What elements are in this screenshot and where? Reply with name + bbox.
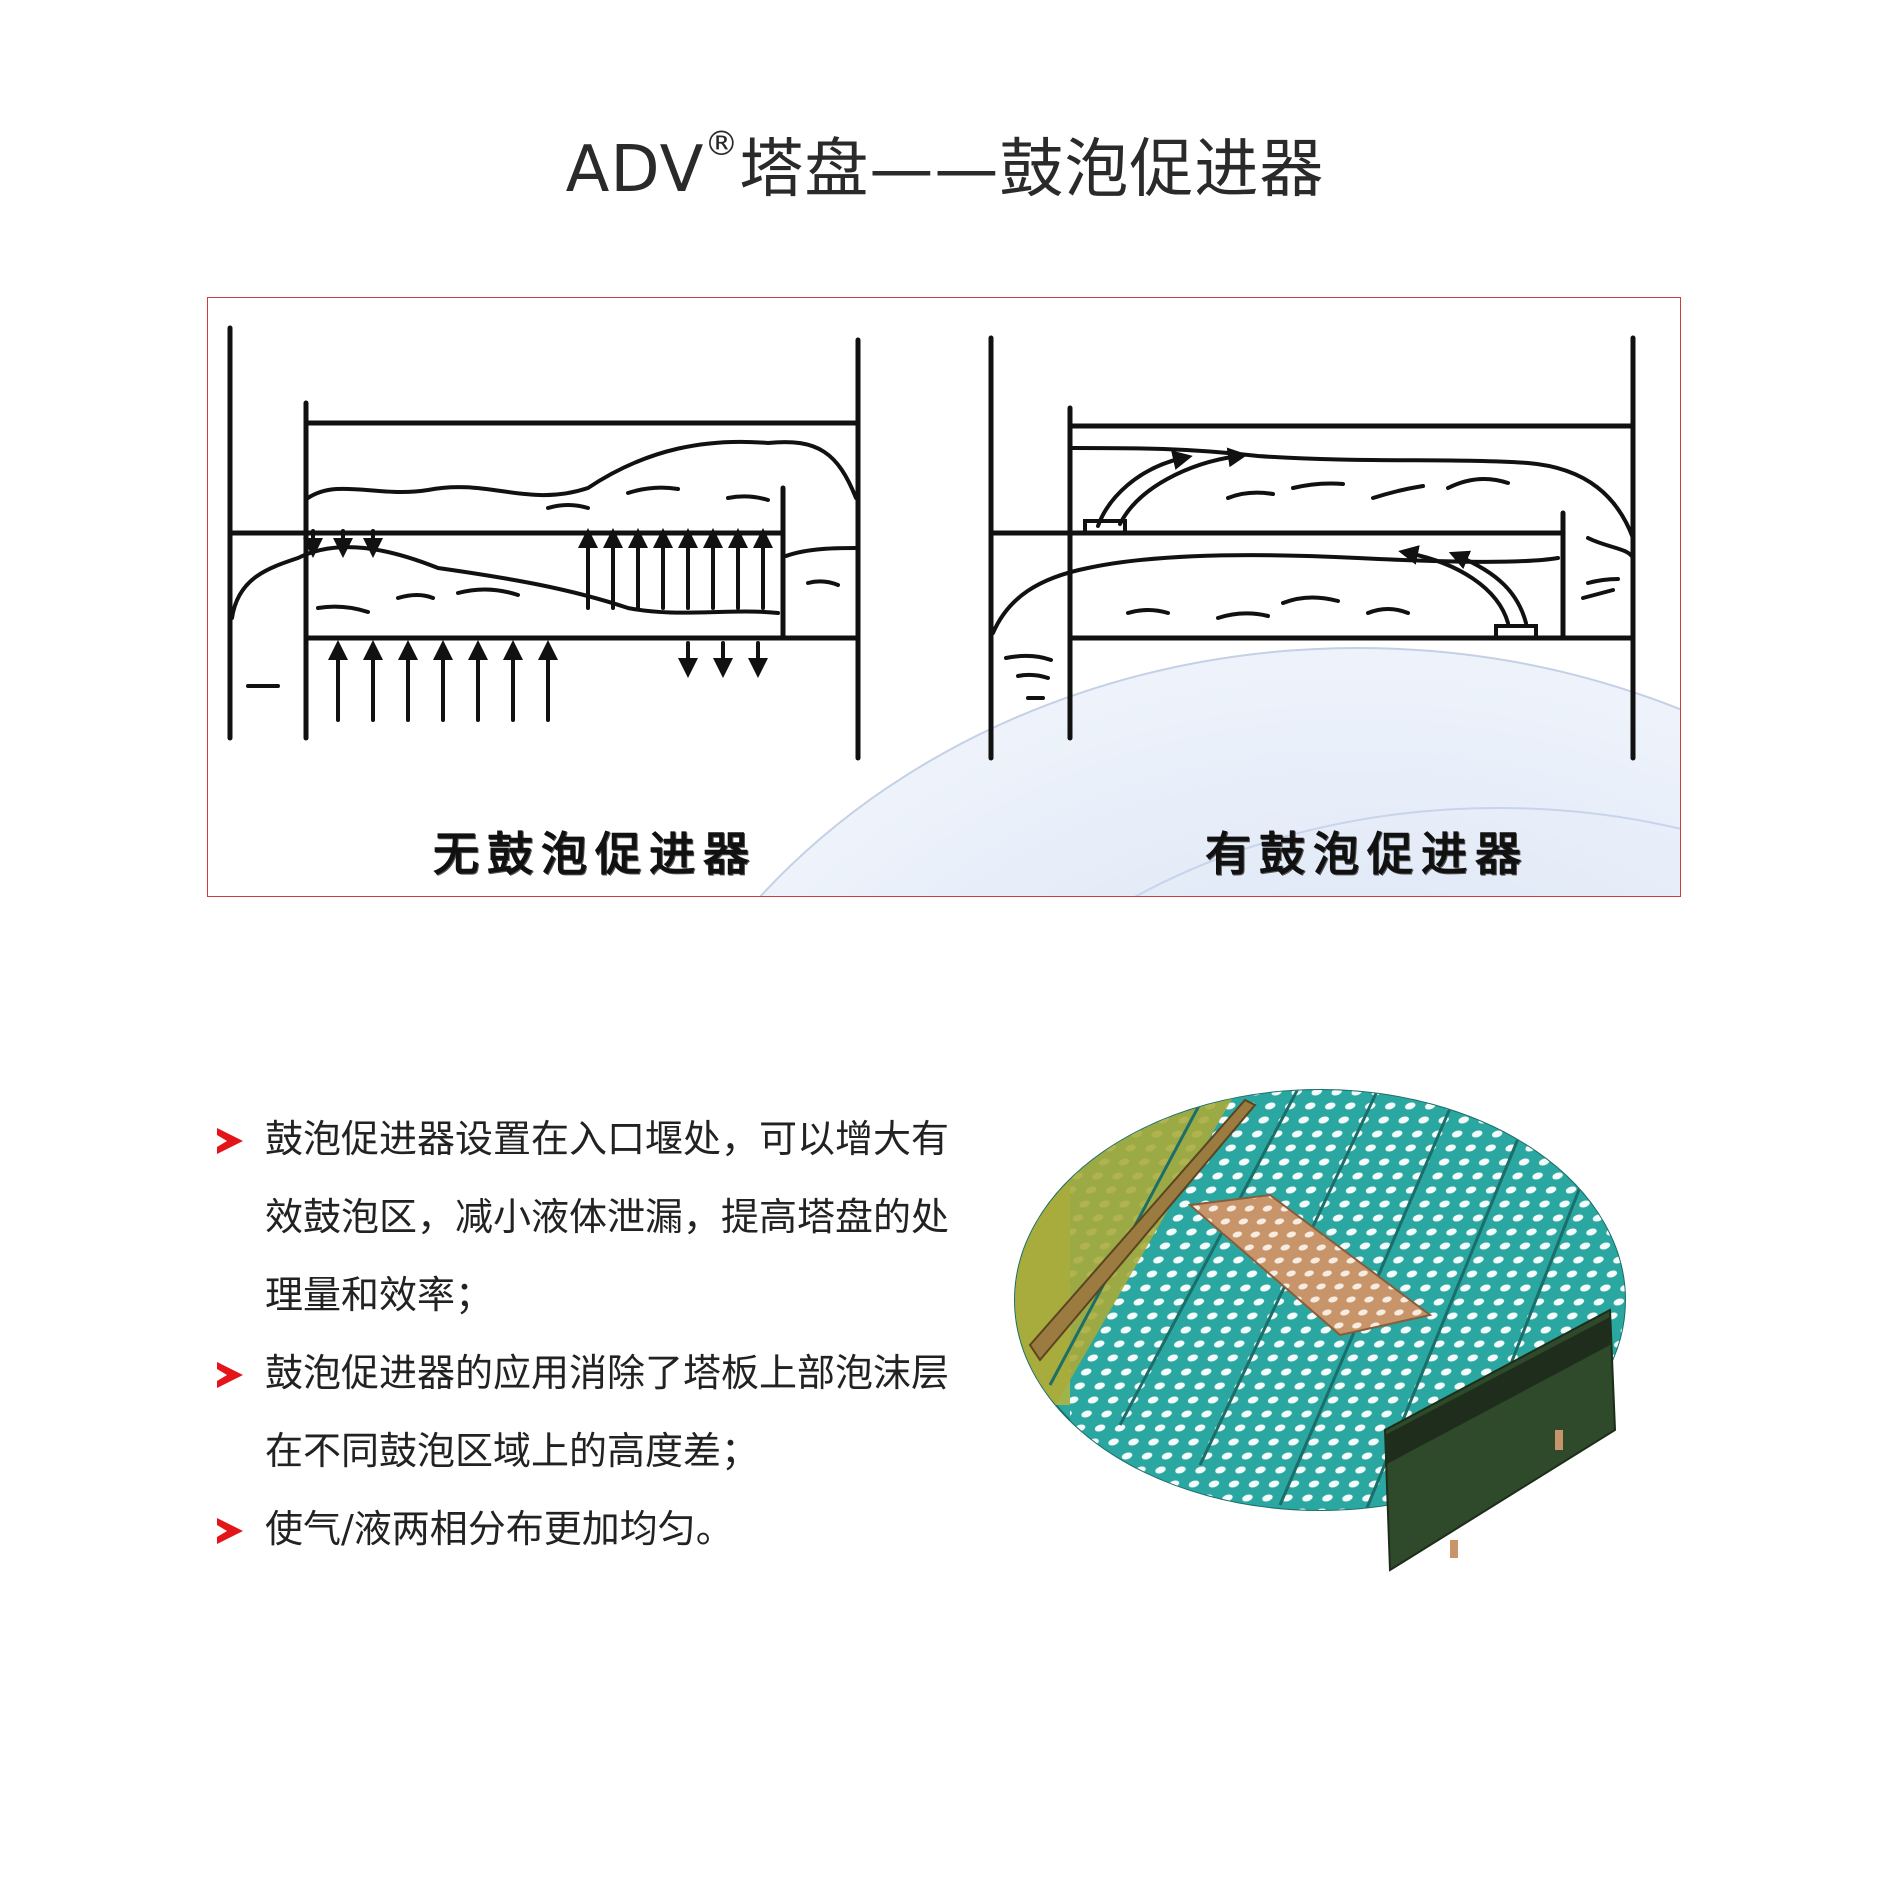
inlet-weir [1028, 1098, 1257, 1362]
title-prefix: ADV [565, 133, 705, 207]
red-arrowhead-icon [217, 1518, 243, 1544]
bullet-item: 使气/液两相分布更加均匀。 [215, 1490, 975, 1568]
title-suffix: 塔盘——鼓泡促进器 [739, 133, 1325, 207]
bullet-item: 鼓泡促进器的应用消除了塔板上部泡沫层在不同鼓泡区域上的高度差； [215, 1334, 975, 1490]
red-arrowhead-icon [217, 1128, 243, 1154]
bullet-text: 鼓泡促进器的应用消除了塔板上部泡沫层在不同鼓泡区域上的高度差； [265, 1351, 950, 1473]
downcomer-plate [1383, 1308, 1617, 1572]
bullet-text: 使气/液两相分布更加均匀。 [265, 1507, 734, 1551]
left-sketch [227, 325, 861, 761]
bullet-item: 鼓泡促进器设置在入口堰处，可以增大有效鼓泡区，减小液体泄漏，提高塔盘的处理量和效… [215, 1100, 975, 1334]
bullet-text: 鼓泡促进器设置在入口堰处，可以增大有效鼓泡区，减小液体泄漏，提高塔盘的处理量和效… [265, 1117, 950, 1317]
registered-mark: ® [704, 124, 740, 164]
comparison-sketch [227, 325, 1680, 896]
left-caption: 无鼓泡促进器 [433, 827, 757, 881]
red-arrowhead-icon [217, 1362, 243, 1388]
page-title: ADV®塔盘——鼓泡促进器 [0, 118, 1890, 210]
right-sketch [988, 335, 1636, 761]
background-arc [759, 647, 1680, 896]
right-caption: 有鼓泡促进器 [1205, 827, 1529, 881]
bullet-list: 鼓泡促进器设置在入口堰处，可以增大有效鼓泡区，减小液体泄漏，提高塔盘的处理量和效… [215, 1100, 975, 1568]
bubble-promoter [1187, 1193, 1433, 1337]
comparison-diagram: 无鼓泡促进器 有鼓泡促进器 [207, 297, 1681, 897]
background-arc-inner [1134, 807, 1680, 896]
tray-3d-illustration [1014, 1089, 1626, 1572]
